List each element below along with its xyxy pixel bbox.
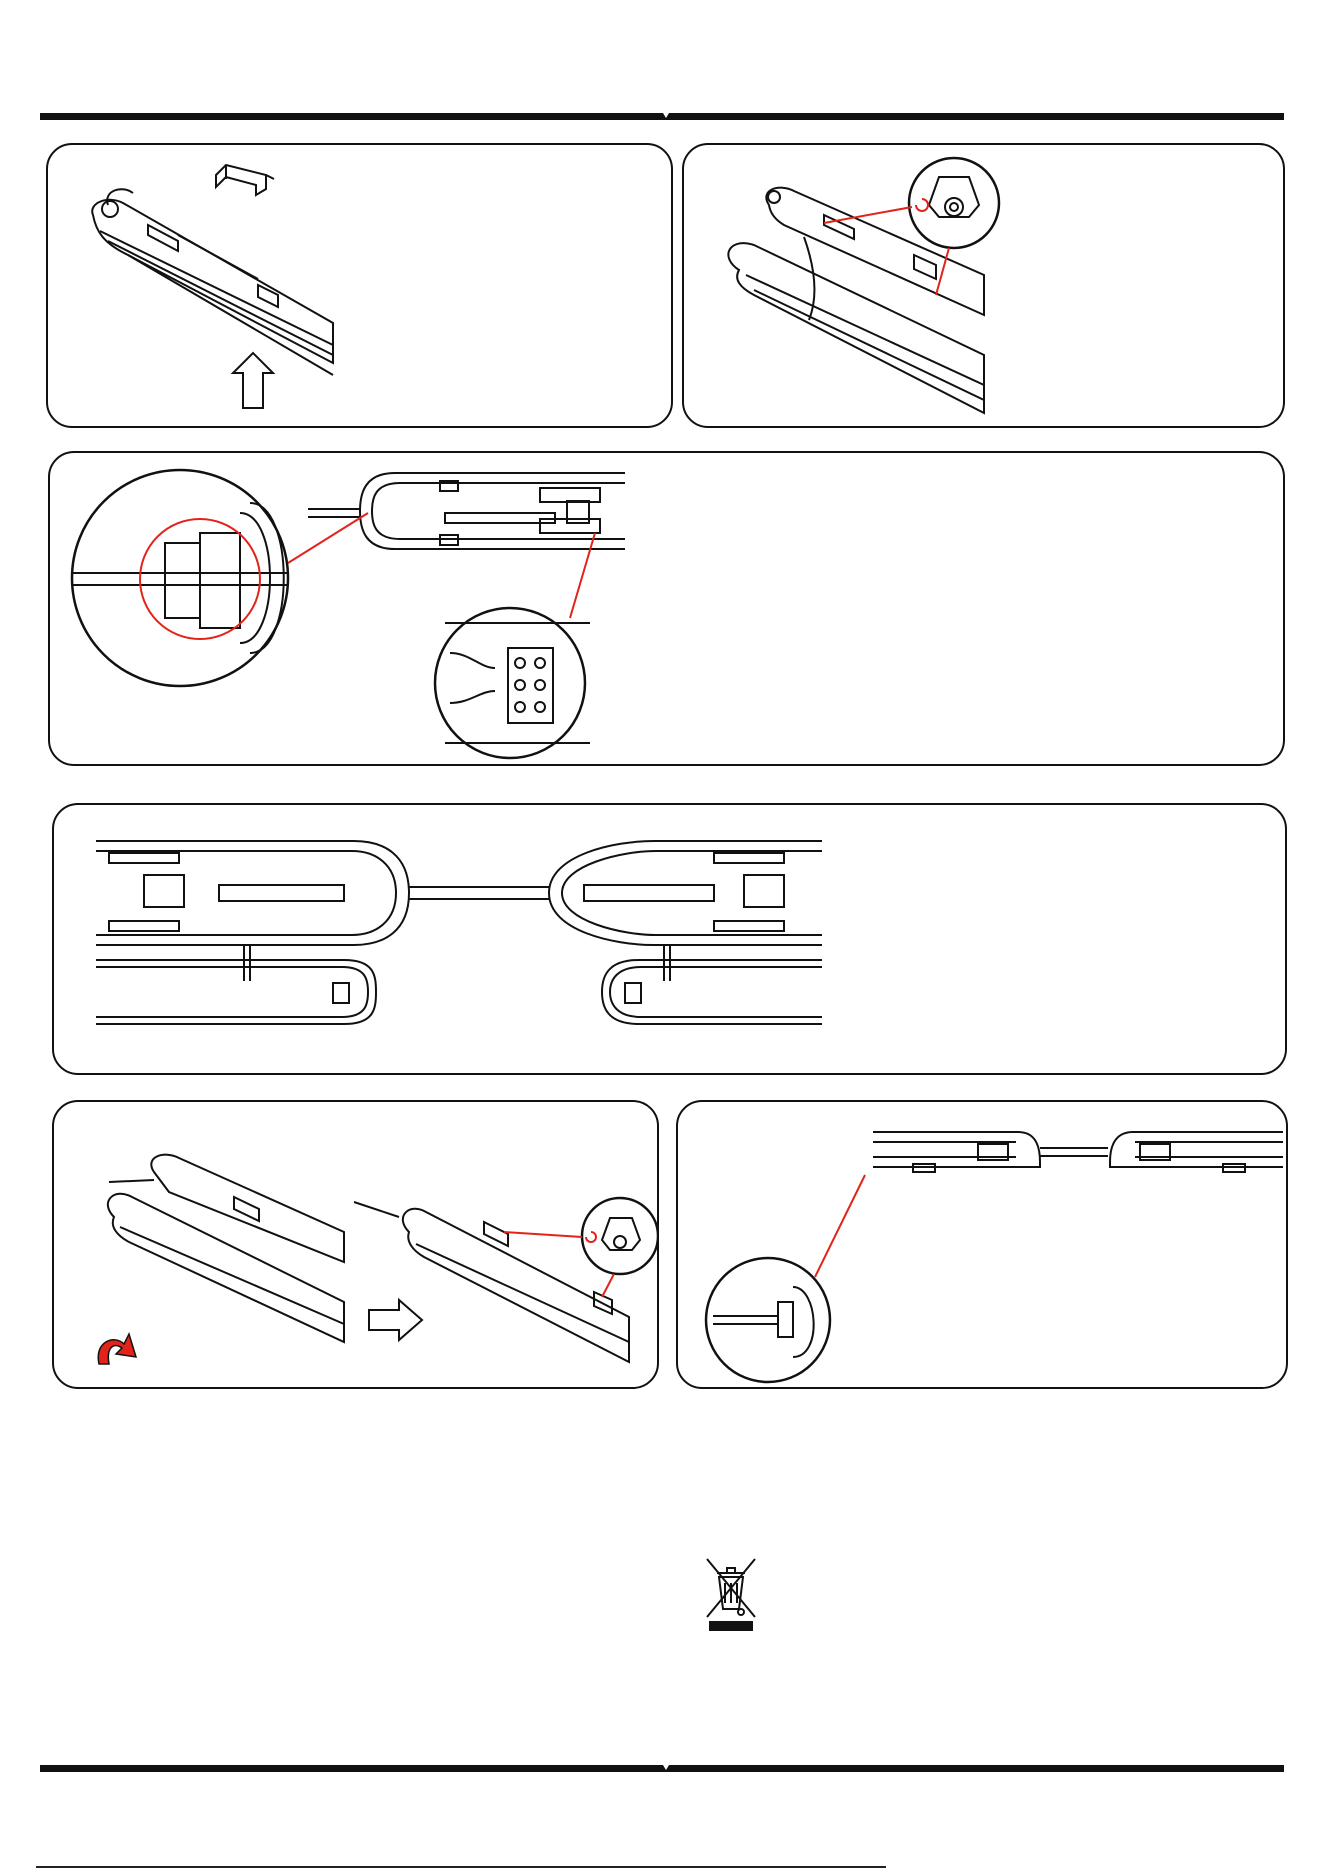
bottom-rule — [40, 1765, 1284, 1772]
rotate-arrow-icon — [916, 199, 928, 211]
crossed-out-wheelie-bin-icon — [703, 1555, 759, 1633]
arrow-right-icon — [369, 1300, 422, 1340]
panel-step-5 — [52, 1100, 659, 1389]
linked-fittings-illustration — [678, 1102, 1288, 1389]
panel-step-1 — [46, 143, 673, 428]
footer-line — [36, 1866, 886, 1868]
rotate-arrow-icon — [98, 1334, 136, 1364]
arrow-up-icon — [233, 353, 273, 408]
end-clip-illustration — [48, 145, 673, 428]
panel-step-3 — [48, 451, 1285, 766]
clip-close-illustration — [684, 145, 1285, 428]
diffuser-close-illustration — [54, 1102, 659, 1389]
panel-step-4 — [52, 803, 1287, 1075]
panel-step-6 — [676, 1100, 1288, 1389]
cable-gland-terminal-illustration — [50, 453, 1285, 766]
top-rule — [40, 113, 1284, 120]
panel-step-2 — [682, 143, 1285, 428]
through-wiring-illustration — [54, 805, 1287, 1075]
